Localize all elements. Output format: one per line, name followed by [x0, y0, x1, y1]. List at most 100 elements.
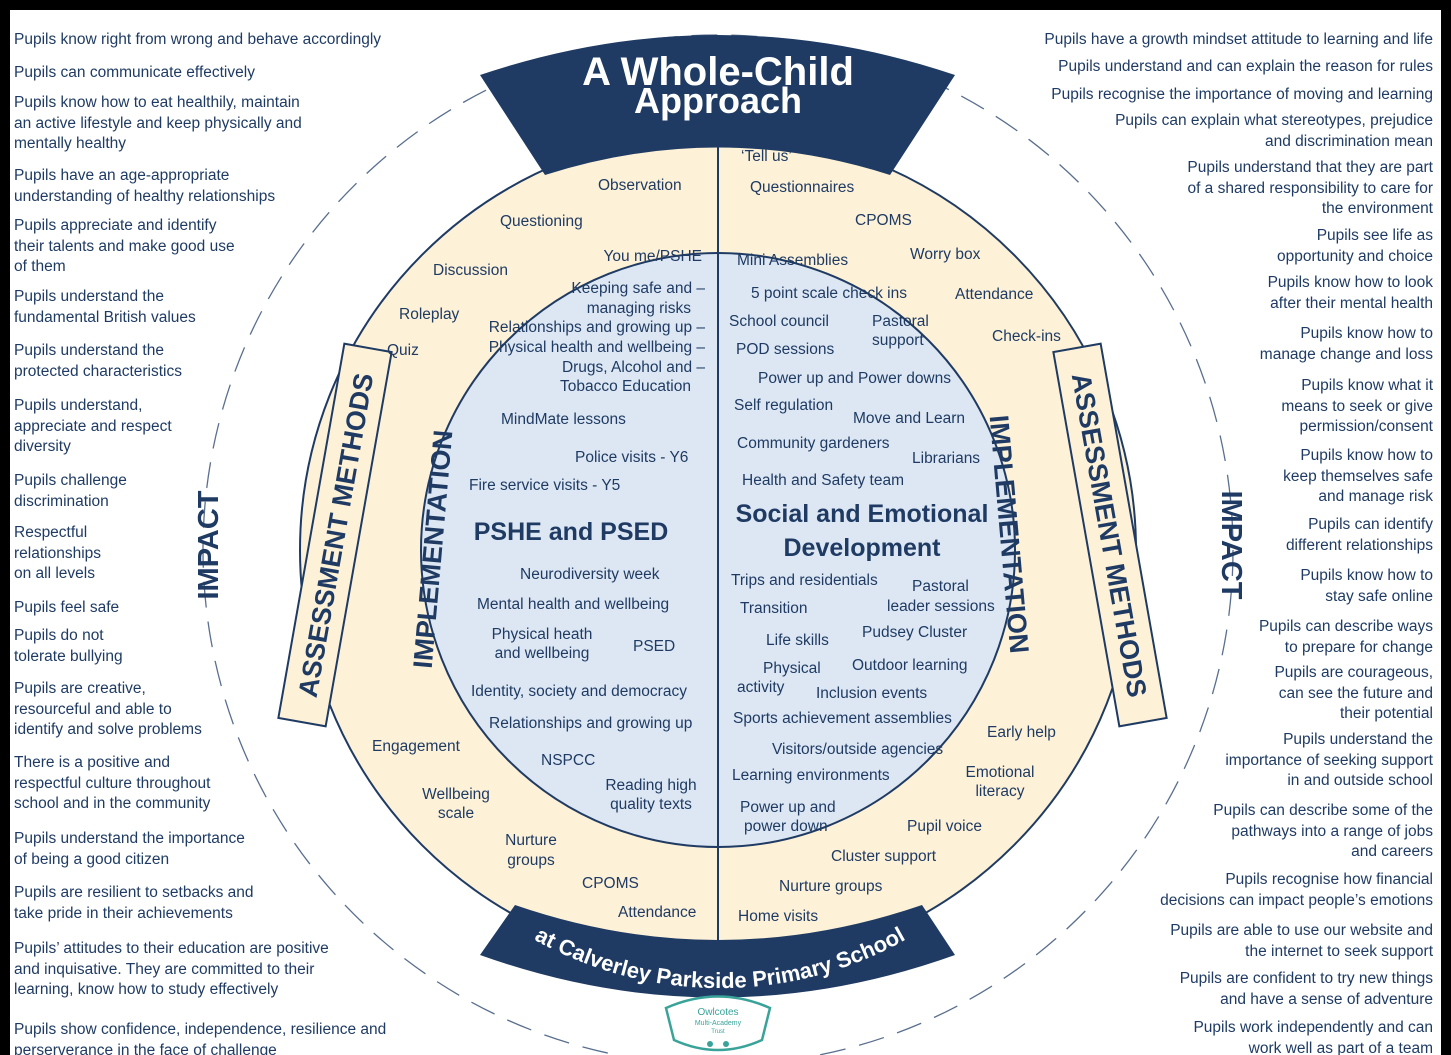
- footer-banner: [480, 905, 955, 998]
- pshe-implementation-item: Physical health and wellbeing –: [489, 339, 706, 356]
- diagram-canvas: Pupils know right from wrong and behave …: [10, 10, 1441, 1055]
- sed-implementation-item: Mini Assemblies: [737, 252, 848, 269]
- impact-statement-line: resourceful and able to: [14, 700, 172, 718]
- impact-statement-line: Pupils understand,: [14, 397, 143, 414]
- sed-implementation-item: POD sessions: [736, 341, 834, 358]
- impact-statement-line: Pupils have an age-appropriate: [14, 167, 230, 184]
- sed-implementation-item: Power up and Power downs: [758, 370, 951, 387]
- impact-statement-line: relationships: [14, 544, 102, 562]
- assessment-method-right: CPOMS: [855, 212, 912, 229]
- impact-statement: Pupils have a growth mindset attitude to…: [993, 30, 1433, 51]
- assessment-method-left: Attendance: [618, 904, 696, 921]
- impact-statement-line: in and outside school: [1287, 772, 1433, 789]
- impact-statement-line: work well as part of a team: [1248, 1039, 1433, 1055]
- assessment-method-right: Home visits: [738, 908, 818, 925]
- impact-statement-line: Pupils feel safe: [14, 599, 120, 616]
- sed-implementation-item: Pastoral: [872, 313, 929, 330]
- impact-statement-line: their talents and make good use: [14, 237, 235, 255]
- impact-statement: Pupils are courageous,can see the future…: [993, 663, 1433, 725]
- assessment-method-right: Cluster support: [831, 848, 937, 865]
- assessment-method-right: Emotional: [966, 764, 1035, 781]
- sed-implementation-item: Outdoor learning: [852, 657, 967, 674]
- impact-statement-line: discrimination: [14, 492, 109, 510]
- impact-statement-line: Respectful: [14, 524, 88, 541]
- impact-statement: Pupils recognise the importance of movin…: [993, 85, 1433, 106]
- impact-statement-line: of them: [14, 258, 66, 275]
- impact-statement-line: different relationships: [1285, 536, 1433, 554]
- pshe-implementation-item: quality texts: [610, 796, 692, 813]
- impact-statement: Respectful relationships on all levels: [14, 523, 454, 585]
- impact-statement-line: keep themselves safe: [1283, 467, 1433, 485]
- impact-statement: Pupils show confidence, independence, re…: [14, 1020, 454, 1055]
- pshe-implementation-item: You me/PSHE: [603, 248, 702, 265]
- impact-statement-line: importance of seeking support: [1225, 751, 1433, 769]
- assessment-method-right: ‘Tell us’: [741, 148, 792, 165]
- impact-statement-line: to prepare for change: [1284, 638, 1433, 656]
- sed-implementation-item: Physical: [763, 660, 821, 677]
- impact-statement: Pupils know right from wrong and behave …: [14, 30, 454, 51]
- impact-statement: Pupils understand and can explain the re…: [993, 57, 1433, 78]
- impact-statement-line: mentally healthy: [14, 135, 127, 152]
- impact-statement-line: Pupils have a growth mindset attitude to…: [1044, 31, 1433, 48]
- assessment-method-left: Nurture: [505, 832, 557, 849]
- assessment-method-right: Check-ins: [992, 328, 1061, 345]
- impact-statement-line: Pupils can describe ways: [1258, 618, 1433, 635]
- pshe-implementation-item: Relationships and growing up: [489, 715, 692, 732]
- impact-statement: Pupils understand,appreciate and respect…: [14, 396, 454, 458]
- pshe-implementation-item: Physical heath: [492, 626, 593, 643]
- impact-statement-line: perserverance in the face of challenge: [14, 1041, 277, 1055]
- impact-statement: Pupils’ attitudes to their education are…: [14, 939, 454, 1001]
- sed-implementation-item: power down: [744, 818, 828, 835]
- pshe-implementation-item: Relationships and growing up –: [489, 319, 706, 336]
- assessment-method-left: Discussion: [433, 262, 508, 279]
- impact-statement-line: Pupils know what it: [1301, 377, 1433, 394]
- impact-statement-line: and inquisative. They are committed to t…: [14, 960, 315, 978]
- pshe-implementation-item: Neurodiversity week: [520, 566, 660, 583]
- impact-statement-line: diversity: [14, 438, 71, 455]
- assessment-method-right: Questionnaires: [750, 179, 855, 196]
- ring-texts: ObservationQuestioningDiscussionRoleplay…: [372, 148, 1061, 925]
- logo-line-3: Trust: [711, 1029, 725, 1035]
- pshe-implementation-item: Fire service visits - Y5: [469, 477, 620, 494]
- sed-implementation-item: leader sessions: [887, 598, 995, 615]
- impact-statement-line: on all levels: [14, 565, 95, 582]
- impact-statement: Pupils appreciate and identify their tale…: [14, 216, 454, 278]
- impact-statement-line: Pupils know how to: [1300, 325, 1433, 342]
- impact-statement-line: an active lifestyle and keep physically …: [14, 114, 302, 132]
- pshe-implementation-item: Drugs, Alcohol and –: [562, 359, 705, 376]
- pshe-implementation-item: MindMate lessons: [501, 411, 626, 428]
- impact-label-right: IMPACT: [1215, 490, 1247, 599]
- impact-statement-line: Pupils can communicate effectively: [14, 64, 255, 81]
- assessment-method-right: Nurture groups: [779, 878, 883, 895]
- sed-implementation-item: 5 point scale check ins: [751, 285, 907, 302]
- impact-statement-line: There is a positive and: [14, 754, 170, 771]
- impact-statement-line: identify and solve problems: [14, 721, 202, 738]
- impact-statement-line: Pupils can describe some of the: [1213, 802, 1433, 819]
- impact-statement: Pupils can describe ways to prepare for c…: [993, 617, 1433, 658]
- impact-statement-line: school and in the community: [14, 795, 211, 812]
- sed-implementation-item: Power up and: [740, 799, 836, 816]
- title-line-2: Approach: [634, 80, 802, 121]
- impact-statement-line: Pupils know how to eat healthily, mainta…: [14, 94, 300, 111]
- assessment-method-left: Quiz: [387, 342, 419, 359]
- pshe-implementation-item: managing risks: [587, 300, 691, 317]
- impact-statement: Pupils know how to eat healthily, mainta…: [14, 93, 454, 155]
- logo-line-2: Multi-Academy: [695, 1020, 742, 1027]
- sed-implementation-item: Librarians: [912, 450, 980, 467]
- impact-statement-line: and manage risk: [1318, 488, 1433, 505]
- impact-statement-line: Pupils appreciate and identify: [14, 217, 217, 234]
- impact-statement-line: means to seek or give: [1281, 397, 1433, 415]
- impact-statement-line: manage change and loss: [1259, 345, 1433, 363]
